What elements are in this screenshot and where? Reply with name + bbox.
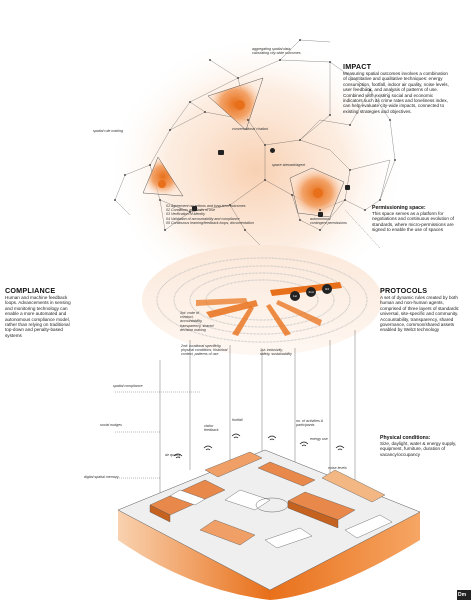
wifi-icon-2 [203,445,213,451]
wifi-icon-1 [173,453,183,459]
hotspot-left [158,180,166,188]
compliance-body: Human and machine feedback loops. Advanc… [5,295,71,338]
label-visitor-feedback: visitor feedback [204,424,219,433]
protocols-block: PROTOCOLS A set of dynamic rules created… [380,287,462,333]
publisher-logo: Dm [457,590,471,600]
label-steps: 01 Agreement on actions and long-term ou… [166,204,254,225]
label-noise: noise levels [328,466,347,470]
hotspot-right [313,188,323,198]
layer-marker-3 [322,284,332,294]
impact-triangle-left [142,156,184,197]
wifi-icon-5 [299,441,309,447]
protocol-rings [156,257,368,343]
label-digital-memory: digital spatial memory [84,475,119,479]
compliance-block: COMPLIANCE Human and machine feedback lo… [5,287,77,338]
layer-number-1: 1st [293,294,297,298]
label-air-quality: air quality [165,453,181,457]
impact-block: IMPACT Measuring spatial outcomes involv… [343,63,453,114]
protocols-body: A set of dynamic rules created by both h… [380,295,460,333]
label-code: 3rd: code of conduct, accountability, tr… [180,311,214,332]
permissioning-body: This space serves as a platform for nego… [372,211,454,233]
chatbot-icon [218,150,224,155]
impact-body: Measuring spatial outcomes involves a co… [343,71,449,114]
badge-icon [345,185,350,190]
label-rule-making: spatial rule making [93,129,123,133]
city-platform [117,449,421,600]
label-spatial-compliance: spatial compliance [113,384,143,388]
layer-number-3: 3rd [325,287,330,291]
permission-icon [318,212,323,217]
network-nodes [114,39,396,231]
protocols-heading: PROTOCOLS [380,286,428,295]
impact-glow [106,35,406,305]
label-activities: no. of activities & participants [296,419,324,428]
protocol-glow [142,245,382,355]
label-aggregating: aggregating spatial data, calculating ci… [252,47,301,56]
steward-icon [270,148,275,153]
label-social-nudges: social nudges [100,423,122,427]
layer-number-2: 2nd [308,290,313,294]
label-autonomous: autonomous/ contingent permissions [310,217,347,226]
wifi-icon-6 [335,445,345,451]
protocol-layer-markers [290,284,332,301]
permissioning-heading: Permissioning space: [372,205,426,211]
physical-heading: Physical conditions: [380,435,431,441]
layer-marker-2 [306,287,316,297]
layer-marker-1 [290,291,300,301]
label-energy: energy use [310,437,328,441]
wifi-icon-3 [231,433,241,439]
compliance-heading: COMPLIANCE [5,286,56,295]
platform-side [118,510,420,600]
rule-icon [192,206,197,211]
leader-lines [115,89,396,505]
hotspot-top [235,100,245,110]
label-conversational: conversational chatbot [232,127,268,131]
label-steward: space steward/agent [272,163,306,167]
permissioning-block: Permissioning space: This space serves a… [372,205,454,233]
label-universal: 1st: inclusivity, safety, sustainability [260,348,292,357]
impact-heading: IMPACT [343,62,372,71]
wifi-icons [173,433,345,459]
city-plaza [255,497,289,513]
buildings [149,451,393,549]
physical-body: Size, daylight, water & energy supply, e… [380,441,457,457]
label-footfall: footfall [232,418,243,422]
agent-icons [192,148,350,217]
physical-block: Physical conditions: Size, daylight, wat… [380,435,462,457]
label-site-specific: 2nd: locational specificity, physical co… [181,344,228,357]
wifi-icon-4 [267,435,277,441]
